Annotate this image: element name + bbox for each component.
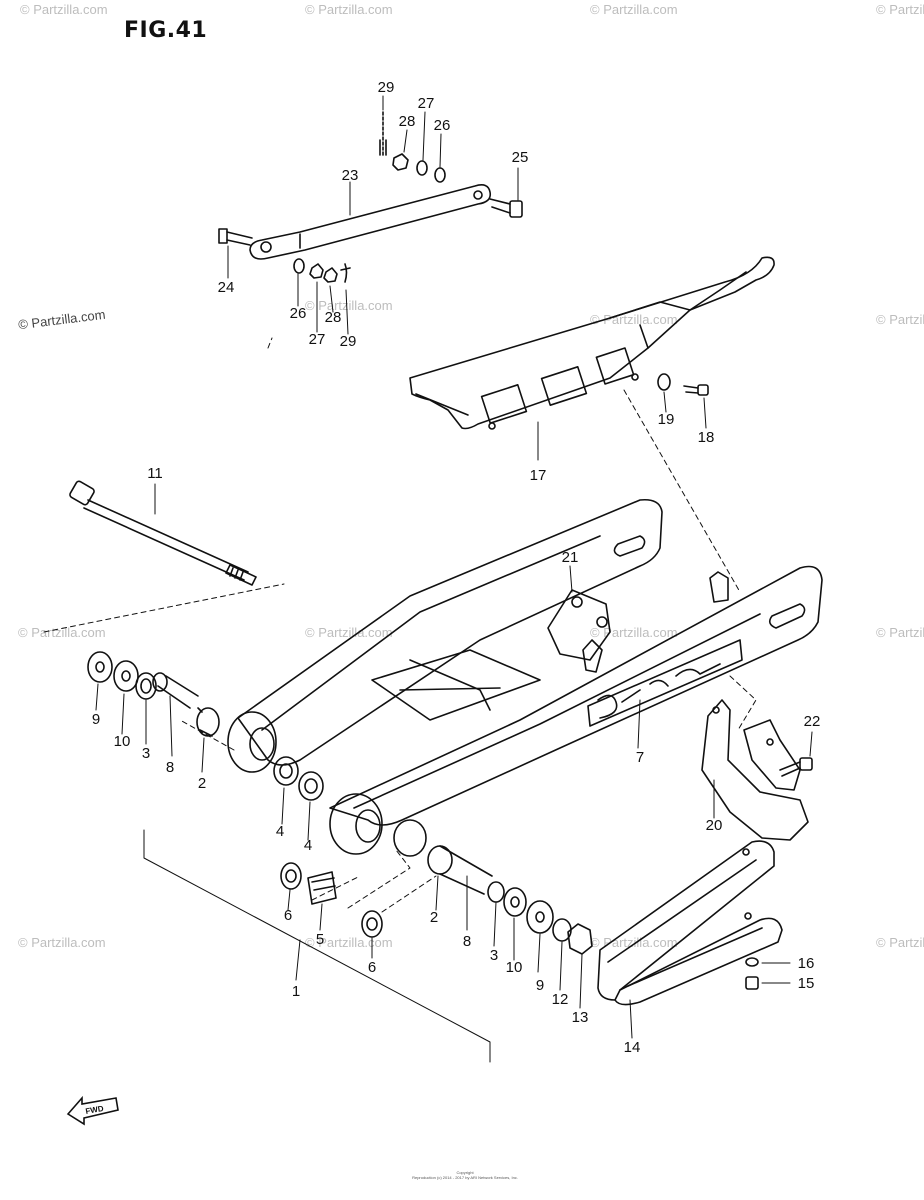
chain-case-part: [409, 256, 775, 430]
callout-26: 26: [290, 305, 307, 322]
watermark: © Partzilla.com: [876, 312, 924, 327]
seal-4-part: [298, 771, 324, 801]
watermark: © Partzilla.com: [305, 935, 393, 950]
callout-16: 16: [798, 955, 815, 972]
watermark: © Partzilla.com: [20, 2, 108, 17]
callout-29: 29: [378, 79, 395, 96]
callout-8: 8: [463, 933, 471, 950]
callout-9: 9: [536, 977, 544, 994]
chain-slider-part: [597, 840, 783, 1006]
assembly-bracket-1: [143, 829, 491, 1063]
leader-lines: [95, 95, 813, 1039]
watermark: © Partzilla.com: [590, 935, 678, 950]
watermark: © Partzilla.com: [876, 625, 924, 640]
callout-3: 3: [490, 947, 498, 964]
watermark: © Partzilla.com: [590, 312, 678, 327]
callout-13: 13: [572, 1009, 589, 1026]
figure-title: FIG.41: [124, 18, 208, 43]
callout-25: 25: [512, 149, 529, 166]
copyright-line: Copyright: [456, 1170, 474, 1175]
callout-20: 20: [706, 817, 723, 834]
callout-27: 27: [309, 331, 326, 348]
watermark: © Partzilla.com: [305, 625, 393, 640]
bolt-18-part: [683, 384, 709, 396]
callout-17: 17: [530, 467, 547, 484]
callout-10: 10: [114, 733, 131, 750]
lower-hardware-part: [293, 258, 351, 283]
callout-10: 10: [506, 959, 523, 976]
callout-28: 28: [399, 113, 416, 130]
copyright-footer: Copyright Reproduction (c) 2014 - 2017 b…: [380, 1170, 550, 1180]
callout-19: 19: [658, 411, 675, 428]
callout-23: 23: [342, 167, 359, 184]
washer-16-part: [745, 957, 759, 967]
right-pivot-hardware: [280, 845, 593, 955]
callout-18: 18: [698, 429, 715, 446]
callout-28: 28: [325, 309, 342, 326]
bolt-22-part: [779, 757, 813, 777]
callout-1: 1: [292, 983, 300, 1000]
callout-2: 2: [430, 909, 438, 926]
callout-6: 6: [368, 959, 376, 976]
callout-7: 7: [636, 749, 644, 766]
watermark: © Partzilla.com: [876, 935, 924, 950]
watermark: © Partzilla.com: [876, 2, 924, 17]
alignment-lines: [43, 337, 757, 913]
callout-15: 15: [798, 975, 815, 992]
bolt-24-part: [218, 228, 253, 246]
fwd-label: FWD: [85, 1104, 105, 1116]
callout-8: 8: [166, 759, 174, 776]
callout-26: 26: [434, 117, 451, 134]
callout-12: 12: [552, 991, 569, 1008]
torque-link-part: [249, 184, 492, 260]
bolt-15-part: [745, 976, 759, 990]
callout-5: 5: [316, 931, 324, 948]
callout-22: 22: [804, 713, 821, 730]
callout-4: 4: [276, 823, 284, 840]
left-pivot-hardware: [87, 651, 220, 737]
bolt-25-part: [489, 198, 523, 218]
seal-4-part: [273, 756, 299, 786]
chain-guide-part: [701, 699, 809, 841]
pivot-shaft-part: [69, 480, 257, 586]
fwd-arrow-icon: FWD: [66, 1095, 119, 1126]
callout-6: 6: [284, 907, 292, 924]
watermark: © Partzilla.com: [18, 625, 106, 640]
callout-3: 3: [142, 745, 150, 762]
callout-14: 14: [624, 1039, 641, 1056]
callout-4: 4: [304, 837, 312, 854]
callout-27: 27: [418, 95, 435, 112]
callout-21: 21: [562, 549, 579, 566]
callout-2: 2: [198, 775, 206, 792]
callout-29: 29: [340, 333, 357, 350]
copyright-notice: Reproduction (c) 2014 - 2017 by ARI Netw…: [412, 1175, 518, 1180]
watermark: © Partzilla.com: [305, 2, 393, 17]
watermark: © Partzilla.com: [590, 625, 678, 640]
callout-24: 24: [218, 279, 235, 296]
watermark: © Partzilla.com: [18, 935, 106, 950]
watermark: © Partzilla.com: [590, 2, 678, 17]
watermark: © Partzilla.com: [305, 298, 393, 313]
washer-19-part: [657, 373, 671, 391]
callout-11: 11: [147, 465, 163, 482]
callout-9: 9: [92, 711, 100, 728]
swingarm-part: [227, 498, 823, 857]
upper-hardware-part: [379, 111, 446, 183]
